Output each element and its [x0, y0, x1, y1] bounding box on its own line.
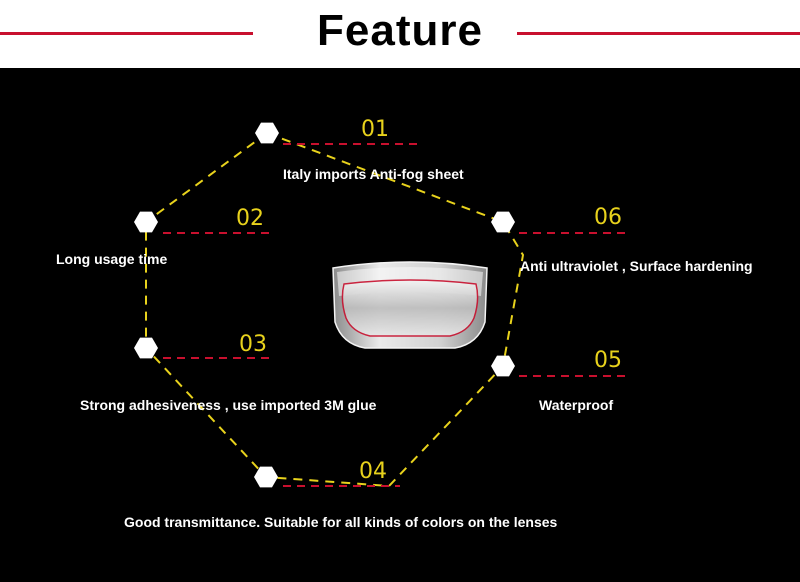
node-hexagon-06	[491, 211, 515, 233]
connector-path	[145, 132, 525, 488]
feature-number-02: 02	[236, 206, 264, 231]
node-hexagon-03	[134, 337, 158, 359]
feature-label-06: Anti ultraviolet , Surface hardening	[520, 258, 753, 274]
feature-number-05: 05	[594, 348, 622, 373]
feature-number-03: 03	[239, 332, 267, 357]
feature-number-06: 06	[594, 205, 622, 230]
header-rule-left	[0, 32, 253, 35]
header-banner: Feature	[0, 0, 800, 68]
feature-label-02: Long usage time	[56, 251, 168, 267]
feature-label-01: Italy imports Anti-fog sheet	[283, 166, 464, 182]
feature-label-04: Good transmittance. Suitable for all kin…	[124, 514, 558, 530]
feature-label-05: Waterproof	[539, 397, 614, 413]
node-hexagon-05	[491, 355, 515, 377]
feature-label-03: Strong adhesiveness , use imported 3M gl…	[80, 397, 377, 413]
visor-image	[332, 261, 488, 349]
node-hexagon-01	[255, 122, 279, 144]
feature-number-04: 04	[359, 459, 387, 484]
node-hexagon-04	[254, 466, 278, 488]
feature-number-01: 01	[361, 117, 389, 142]
header-rule-right	[517, 32, 800, 35]
node-hexagon-02	[134, 211, 158, 233]
page-title: Feature	[317, 6, 483, 55]
